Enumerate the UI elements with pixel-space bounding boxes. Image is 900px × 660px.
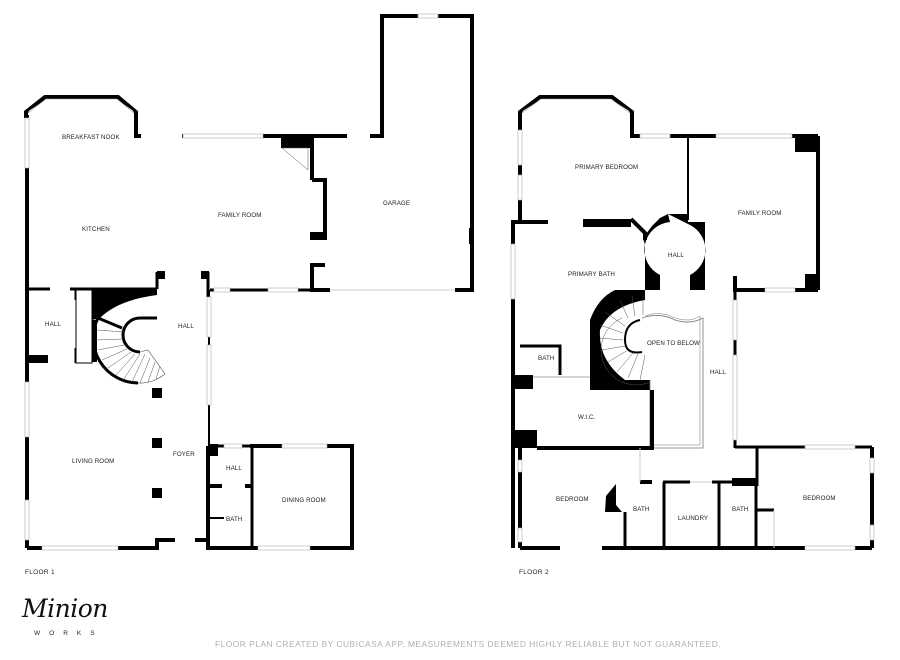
label-bedroom-left: BEDROOM xyxy=(556,496,589,503)
label-family-room-f2: FAMILY ROOM xyxy=(738,210,782,217)
label-bath-right: BATH xyxy=(732,506,748,513)
label-dining-room: DINING ROOM xyxy=(282,497,326,504)
spiral-staircase-f1 xyxy=(91,290,166,385)
label-living-room: LIVING ROOM xyxy=(72,458,114,465)
label-wic: W.I.C. xyxy=(578,414,596,421)
label-hall-left: HALL xyxy=(45,321,61,328)
label-breakfast-nook: BREAKFAST NOOK xyxy=(62,134,120,141)
label-laundry: LAUNDRY xyxy=(678,515,708,522)
label-hall-round: HALL xyxy=(668,252,684,259)
label-garage: GARAGE xyxy=(383,200,410,207)
disclaimer-text: FLOOR PLAN CREATED BY CUBICASA APP. MEAS… xyxy=(215,639,722,649)
floor-2-plan xyxy=(510,95,875,551)
label-bath-upper: BATH xyxy=(538,355,554,362)
minion-works-logo: Minion WORKS xyxy=(22,594,108,637)
label-kitchen: KITCHEN xyxy=(82,226,110,233)
room-labels: BREAKFAST NOOK KITCHEN FAMILY ROOM GARAG… xyxy=(45,134,836,523)
label-bath-f1: BATH xyxy=(226,516,242,523)
label-foyer: FOYER xyxy=(173,451,195,458)
floor-1-plan xyxy=(24,13,474,551)
label-bedroom-right: BEDROOM xyxy=(803,495,836,502)
logo-subtitle: WORKS xyxy=(34,630,104,637)
label-bath-left: BATH xyxy=(633,506,649,513)
label-hall-small: HALL xyxy=(226,465,242,472)
label-open-to-below: OPEN TO BELOW xyxy=(647,340,700,347)
label-family-room-f1: FAMILY ROOM xyxy=(218,212,262,219)
logo-script: Minion xyxy=(22,594,108,623)
floor-1-label: FLOOR 1 xyxy=(25,569,55,576)
breakfast-nook-bay-walls xyxy=(24,95,141,138)
label-hall-stair: HALL xyxy=(178,323,194,330)
round-hall-f2 xyxy=(643,214,706,290)
floor-2-label: FLOOR 2 xyxy=(519,569,549,576)
label-hall-long: HALL xyxy=(710,369,726,376)
label-primary-bedroom: PRIMARY BEDROOM xyxy=(575,164,638,171)
label-primary-bath: PRIMARY BATH xyxy=(568,271,615,278)
spiral-staircase-f2 xyxy=(590,290,651,390)
